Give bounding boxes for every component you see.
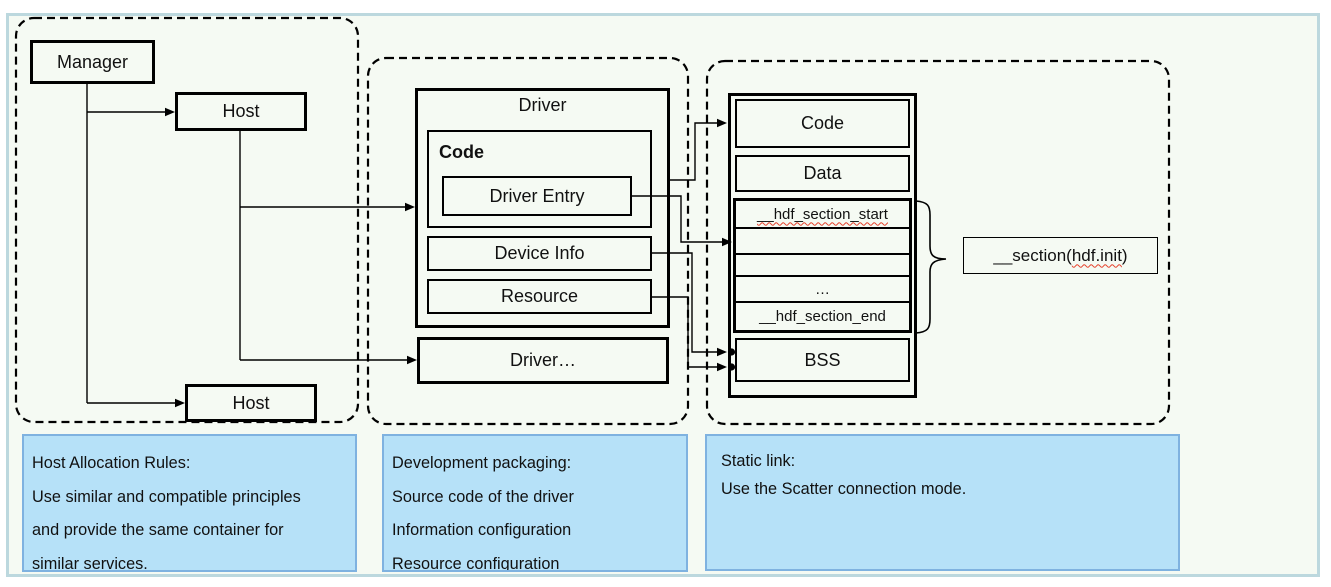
note-line: and provide the same container for <box>32 521 284 539</box>
host-bottom-label: Host <box>232 392 270 413</box>
section-annotation-prefix: __section( <box>993 245 1072 265</box>
hdf-section-ellipsis: … <box>815 280 830 298</box>
note-line: similar services. <box>32 554 148 572</box>
note-line: Source code of the driver <box>392 487 574 506</box>
note-line: Use the Scatter connection mode. <box>721 480 967 498</box>
note-static-link: Static link: Use the Scatter connection … <box>705 434 1180 571</box>
host-bottom-box: Host <box>185 384 317 422</box>
driver-entry-label: Driver Entry <box>489 185 585 206</box>
hdf-section-box: __hdf_section_start … __hdf_section_end <box>733 198 912 333</box>
hdf-section-start-label: __hdf_section_start <box>757 205 888 223</box>
device-info-label: Device Info <box>494 243 585 263</box>
image-code-box: Code <box>735 99 910 148</box>
code-label: Code <box>439 142 484 162</box>
driver-box: Driver <box>415 88 670 328</box>
host-top-box: Host <box>175 92 307 131</box>
driver-group-dashed-border <box>366 56 690 426</box>
connector-code-to-image-code <box>670 122 718 181</box>
note-line: Host Allocation Rules: <box>32 454 191 472</box>
driver-entry-box: Driver Entry <box>442 176 632 216</box>
arrowhead-host-top <box>165 107 175 117</box>
bss-label: BSS <box>804 349 841 370</box>
connector-resource-to-bss <box>652 296 718 368</box>
arrowhead-driver <box>405 202 415 212</box>
driver-more-box: Driver… <box>417 337 669 384</box>
image-group-dashed-border <box>705 59 1171 426</box>
image-data-label: Data <box>803 163 842 183</box>
hdf-section-start-row: __hdf_section_start <box>736 201 909 229</box>
connector-driver-entry-to-hdf-section <box>632 195 724 243</box>
section-brace <box>915 200 947 334</box>
image-code-label: Code <box>800 113 845 133</box>
code-box: Code <box>427 130 652 228</box>
note-line: Static link: <box>721 452 796 470</box>
host-group-dashed-border <box>14 16 360 424</box>
hdf-section-ellipsis-row: … <box>736 277 909 303</box>
note-line: Use similar and compatible principles <box>32 487 301 506</box>
arrowhead-hdf-section <box>722 237 732 247</box>
arrowhead-image-code <box>717 118 727 128</box>
resource-box: Resource <box>427 279 652 314</box>
arrowhead-bss-top <box>717 347 727 357</box>
note-line: Development packaging: <box>392 454 572 472</box>
driver-title: Driver <box>518 95 567 115</box>
device-info-box: Device Info <box>427 236 652 271</box>
driver-more-label: Driver… <box>510 350 576 370</box>
arrowhead-host-bottom <box>175 398 185 408</box>
hdf-section-empty-row-2 <box>736 255 909 277</box>
hdf-section-empty-row-1 <box>736 229 909 255</box>
resource-label: Resource <box>500 286 579 306</box>
note-line: Resource configuration <box>392 554 560 572</box>
image-data-box: Data <box>735 155 910 192</box>
arrowhead-bss-bottom <box>717 362 727 372</box>
section-annotation-box: __section(hdf.init) <box>963 237 1158 274</box>
bss-box: BSS <box>735 338 910 382</box>
manager-box: Manager <box>30 40 155 84</box>
hdf-section-end-label: __hdf_section_end <box>759 308 886 325</box>
note-line: Information configuration <box>392 521 572 539</box>
hdf-section-end-row: __hdf_section_end <box>736 303 909 330</box>
image-outer-box <box>728 93 917 398</box>
connector-device-info-to-bss <box>652 252 718 353</box>
manager-label: Manager <box>56 51 129 72</box>
section-annotation-label: __section(hdf.init) <box>993 246 1127 266</box>
note-development-packaging: Development packaging: Source code of th… <box>382 434 688 572</box>
section-annotation-arg: hdf.init <box>1071 245 1122 265</box>
host-top-label: Host <box>222 101 260 121</box>
section-annotation-suffix: ) <box>1121 245 1128 265</box>
arrowhead-driver-more <box>407 355 417 365</box>
note-host-allocation: Host Allocation Rules: Use similar and c… <box>22 434 357 572</box>
